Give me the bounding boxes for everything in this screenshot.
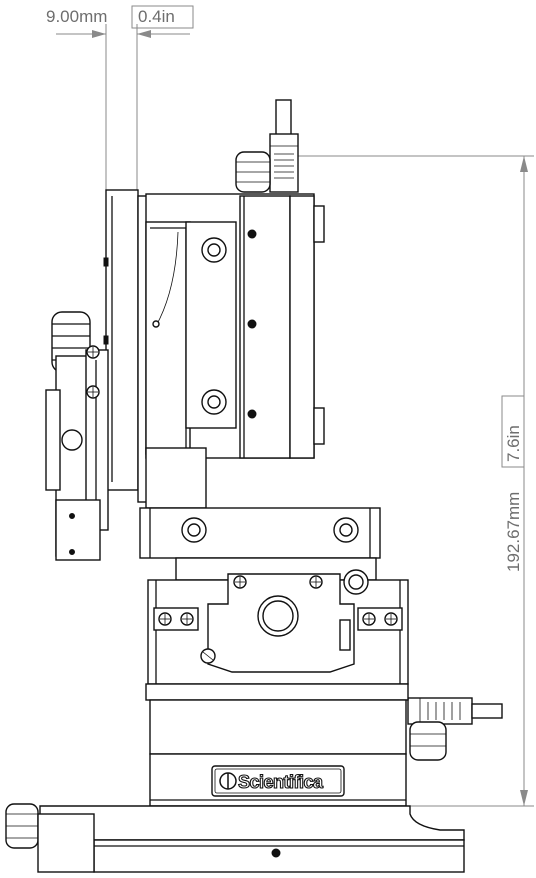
side-connector	[407, 697, 503, 761]
lower-stage-block	[147, 557, 409, 685]
brand-logo-text: Scientifica	[238, 772, 324, 792]
height-imperial-label: 7.6in	[504, 425, 523, 462]
left-clamp-assembly	[45, 311, 109, 561]
height-dimension: 192.67mm 7.6in	[298, 155, 534, 807]
base-housing: Scientifica	[145, 683, 409, 807]
scientifica-logo-icon	[219, 772, 237, 790]
width-metric-label: 9.00mm	[46, 7, 107, 26]
height-metric-label: 192.67mm	[504, 492, 523, 572]
width-imperial-label: 0.4in	[138, 7, 175, 26]
bottom-base-plate	[5, 803, 465, 873]
left-mount-plate	[103, 189, 149, 503]
width-dimension: 9.00mm 0.4in	[46, 5, 194, 190]
top-connector	[235, 99, 299, 193]
mid-crossbar	[139, 507, 381, 559]
upper-actuator-block	[145, 193, 325, 509]
